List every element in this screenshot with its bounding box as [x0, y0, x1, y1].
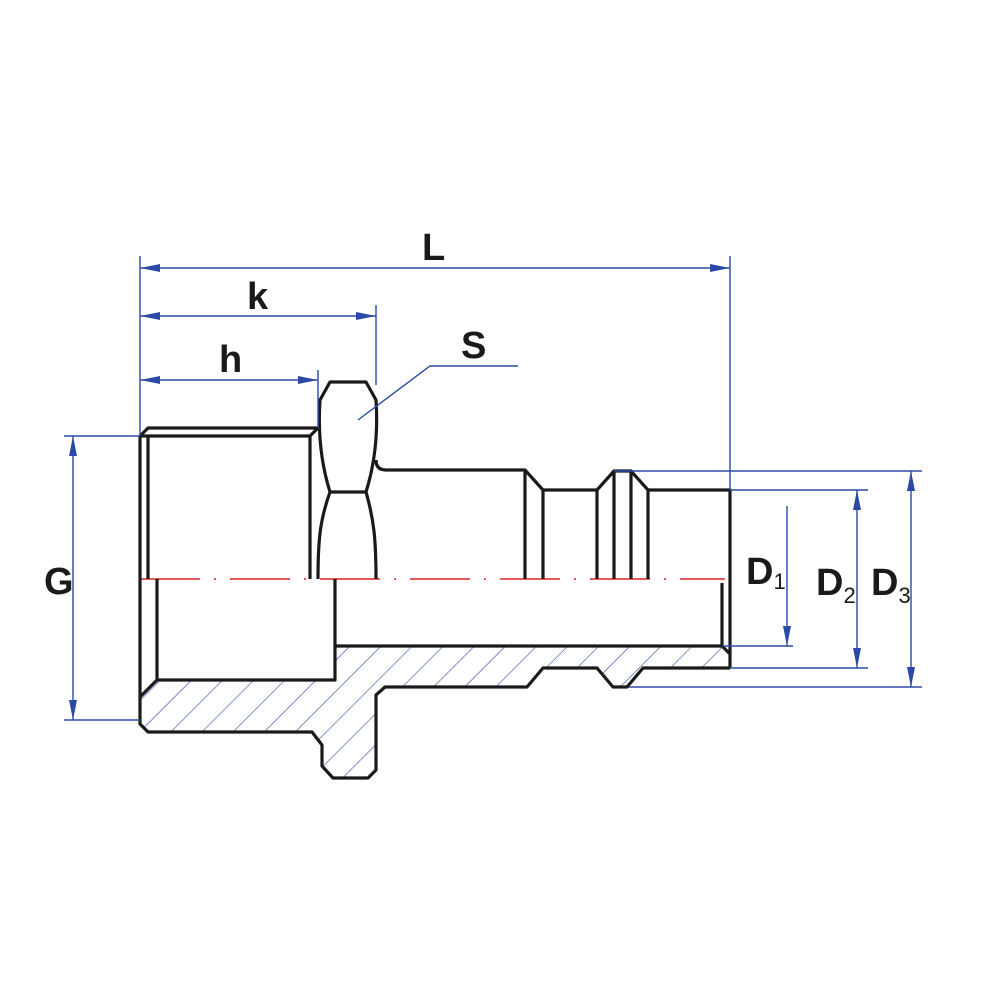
label-L: L [422, 227, 445, 269]
dimension-lines [64, 256, 922, 721]
label-D2: D2 [816, 562, 856, 608]
dim-S-leader [357, 365, 518, 421]
label-k: k [247, 276, 269, 318]
label-G: G [44, 561, 74, 603]
label-D3: D3 [871, 562, 911, 608]
label-h: h [219, 339, 242, 381]
label-D1: D1 [746, 551, 786, 594]
label-S: S [461, 325, 486, 367]
section-hatch [140, 646, 730, 778]
